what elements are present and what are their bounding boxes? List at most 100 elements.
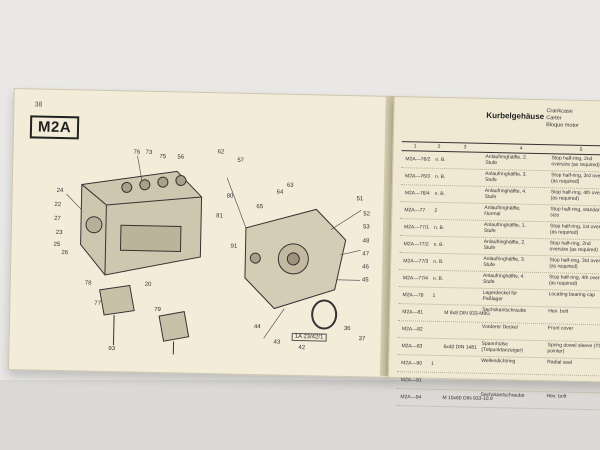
leader-lines xyxy=(66,155,362,339)
cell-en: Front cover xyxy=(547,325,574,332)
cell-en: Stop half-ring, 2nd oversize (as require… xyxy=(551,155,600,168)
svg-text:46: 46 xyxy=(362,264,369,270)
cell-qty: n. B. xyxy=(434,190,446,198)
svg-text:81: 81 xyxy=(216,213,223,219)
svg-text:79: 79 xyxy=(154,307,161,313)
cell-number: M2A—91 xyxy=(400,377,422,384)
svg-text:91: 91 xyxy=(230,244,237,250)
cell-de: Anlaufringhälfte, 1. Stufe xyxy=(483,221,526,234)
svg-text:73: 73 xyxy=(145,150,152,156)
cell-qty: n. B. xyxy=(433,241,444,249)
svg-text:56: 56 xyxy=(177,154,184,160)
cell-qty: 1 xyxy=(432,292,436,299)
cell-en: Hex. bolt xyxy=(546,393,567,400)
section-title: Kurbelgehäuse xyxy=(486,110,545,122)
cell-de: Wellendichtring xyxy=(481,357,516,365)
cell-qty: 1 xyxy=(431,360,434,367)
svg-text:53: 53 xyxy=(363,224,370,230)
cell-din: 6x40 DIN 1481 xyxy=(443,344,477,351)
svg-text:37: 37 xyxy=(359,336,366,342)
svg-text:62: 62 xyxy=(217,149,224,155)
svg-text:26: 26 xyxy=(61,250,68,256)
crankcase-block xyxy=(80,170,203,276)
cell-en: Stop half-ring, 1st oversize (as require… xyxy=(549,223,600,236)
svg-text:20: 20 xyxy=(145,282,152,288)
svg-text:42: 42 xyxy=(298,345,305,351)
cell-de: Sechskantschraube xyxy=(482,306,527,314)
cell-qty: n. B. xyxy=(435,173,446,181)
cell-de: Anlaufringhälfte, 4. Stufe xyxy=(482,272,525,285)
cell-de: Anlaufringhälfte, 2. Stufe xyxy=(483,238,526,251)
cell-en: Stop half-ring, 4th oversize (as require… xyxy=(550,189,600,202)
cell-en: Stop half-ring, 2nd oversize (as require… xyxy=(549,240,598,253)
cell-en: Stop half-ring, 3rd oversize (as require… xyxy=(549,257,600,270)
front-cover xyxy=(244,208,347,310)
cell-qty: n. B. xyxy=(433,258,444,266)
svg-text:78: 78 xyxy=(85,281,92,287)
svg-text:75: 75 xyxy=(159,154,166,160)
left-page: 38 M2A xyxy=(7,87,396,378)
cell-number: M2A—77/1 xyxy=(403,224,430,231)
cell-qty: n. B. xyxy=(432,275,444,283)
cell-de: Anlaufringhälfte, Normal xyxy=(484,204,521,217)
cell-number: M2A—77 xyxy=(404,207,426,214)
svg-text:80: 80 xyxy=(227,193,234,199)
cell-de: Sechskantschraube xyxy=(480,391,525,399)
cell-de: Spannhülse (Totpunktanzeiger) xyxy=(481,340,523,354)
svg-text:24: 24 xyxy=(57,188,64,194)
col-header: 4 xyxy=(519,145,523,152)
svg-text:25: 25 xyxy=(53,242,60,248)
cell-de: Anlaufringhälfte, 3. Stufe xyxy=(484,170,527,183)
cell-en xyxy=(547,377,600,378)
col-header: 2 xyxy=(437,143,441,150)
cell-number: M2A—82 xyxy=(401,326,423,333)
cell-de xyxy=(481,376,527,377)
svg-text:44: 44 xyxy=(254,324,261,330)
cell-en: Stop half-ring, standard size xyxy=(550,206,600,218)
svg-text:57: 57 xyxy=(237,158,244,164)
svg-text:52: 52 xyxy=(363,211,370,217)
cell-de: Anlaufringhälfte, 2. Stufe xyxy=(485,153,528,166)
table-surface xyxy=(0,380,600,450)
cell-qty: 2 xyxy=(434,207,438,214)
figure-reference: 1A 23/42/1 xyxy=(291,332,327,342)
radial-seal xyxy=(311,299,338,330)
cell-en: Stop half-ring, 3rd oversize (as require… xyxy=(550,172,600,185)
col-header: 5 xyxy=(579,146,583,153)
right-page: Kurbelgehäuse Crankcase Carter Bloque mo… xyxy=(387,95,600,411)
svg-text:77: 77 xyxy=(94,301,101,307)
cell-en: Hex. bolt xyxy=(548,308,569,315)
cell-de: Anlaufringhälfte, 4. Stufe xyxy=(484,187,527,200)
cell-number: M2A—77/3 xyxy=(403,258,429,265)
svg-text:47: 47 xyxy=(362,251,369,257)
svg-text:43: 43 xyxy=(273,339,280,345)
cell-number: M2A—76/4 xyxy=(404,190,430,197)
cell-qty: n. B. xyxy=(435,156,446,164)
svg-text:27: 27 xyxy=(54,216,61,222)
cell-number: M2A—76/2 xyxy=(405,156,431,163)
svg-text:64: 64 xyxy=(277,190,284,196)
svg-text:23: 23 xyxy=(56,230,63,236)
cell-en: Radial seal xyxy=(547,359,573,366)
cell-de: Lagerdeckel für Paßlager xyxy=(482,289,518,302)
cell-number: M2A—77/4 xyxy=(402,275,429,282)
svg-text:65: 65 xyxy=(256,204,263,210)
cell-de: Anlaufringhälfte, 3. Stufe xyxy=(483,255,526,268)
svg-text:45: 45 xyxy=(362,277,369,283)
cell-number: M2A—94 xyxy=(400,394,422,401)
col-header: 3 xyxy=(463,144,467,151)
cell-en: Locating bearing cap xyxy=(548,291,596,299)
translation-es: Bloque motor xyxy=(546,122,579,129)
cell-en: Stop half-ring, 4th oversize (as require… xyxy=(548,274,600,287)
cell-de: Vorderer Deckel xyxy=(481,323,518,331)
svg-text:22: 22 xyxy=(54,202,61,208)
cell-number: M2A—90 xyxy=(401,360,423,367)
cell-number: M2A—81 xyxy=(402,309,424,316)
bearing-caps xyxy=(99,284,190,355)
svg-text:51: 51 xyxy=(357,196,364,202)
svg-text:63: 63 xyxy=(287,183,294,189)
col-header: 1 xyxy=(413,143,417,150)
page-number: 38 xyxy=(34,101,43,109)
